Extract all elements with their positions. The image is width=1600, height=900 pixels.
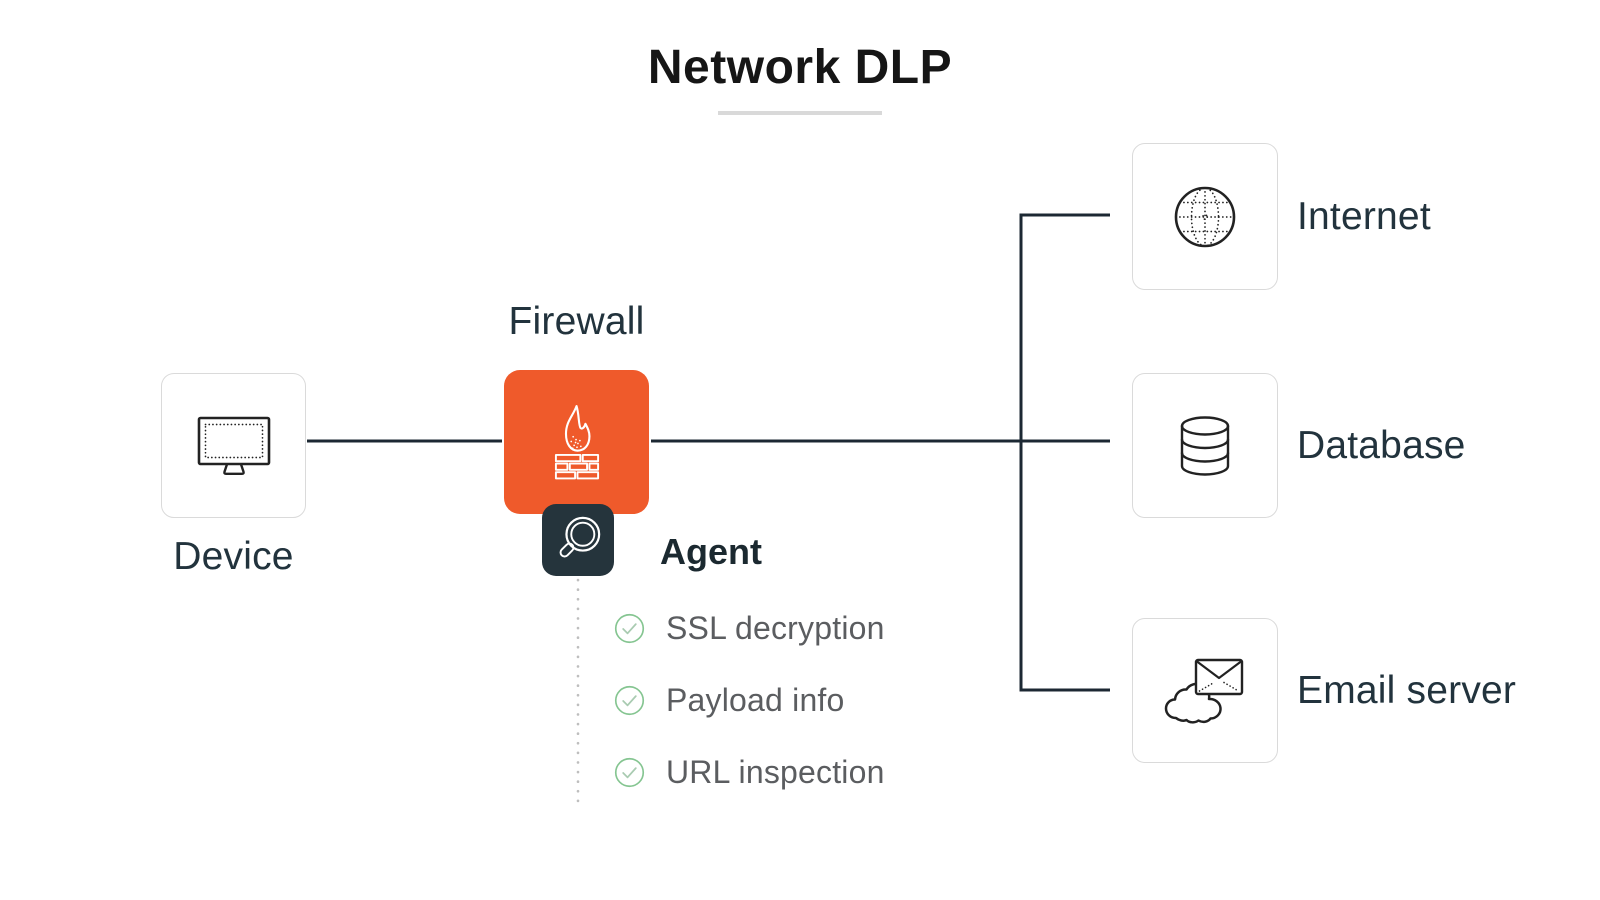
feature-row-url-inspection: URL inspection — [614, 752, 885, 792]
database-label: Database — [1297, 424, 1466, 467]
magnifier-icon — [559, 516, 601, 558]
monitor-icon — [197, 416, 270, 475]
email-cloud-icon — [1164, 658, 1244, 724]
feature-row-ssl-decryption: SSL decryption — [614, 608, 885, 648]
agent-label: Agent — [660, 531, 762, 572]
internet-node-box — [1132, 143, 1278, 290]
database-icon — [1180, 415, 1230, 476]
database-node-box — [1132, 373, 1278, 518]
firewall-label: Firewall — [508, 300, 645, 343]
feature-label: SSL decryption — [666, 609, 885, 646]
email-server-node-box — [1132, 618, 1278, 763]
branch-trunk-line — [1019, 213, 1110, 692]
globe-icon — [1174, 186, 1236, 247]
firewall-flame-icon — [554, 404, 599, 479]
check-circle-icon — [614, 685, 645, 715]
internet-label: Internet — [1297, 195, 1431, 238]
page-title: Network DLP — [647, 41, 953, 94]
device-node-box — [161, 373, 306, 518]
feature-row-payload-info: Payload info — [614, 680, 845, 720]
feature-label: Payload info — [666, 681, 845, 718]
check-circle-icon — [614, 757, 645, 787]
check-circle-icon — [614, 613, 645, 643]
title-underline — [718, 111, 882, 115]
feature-label: URL inspection — [666, 753, 885, 790]
firewall-node-box — [504, 370, 649, 514]
agent-badge — [542, 504, 614, 576]
device-label: Device — [173, 535, 294, 578]
email-server-label: Email server — [1297, 669, 1517, 712]
